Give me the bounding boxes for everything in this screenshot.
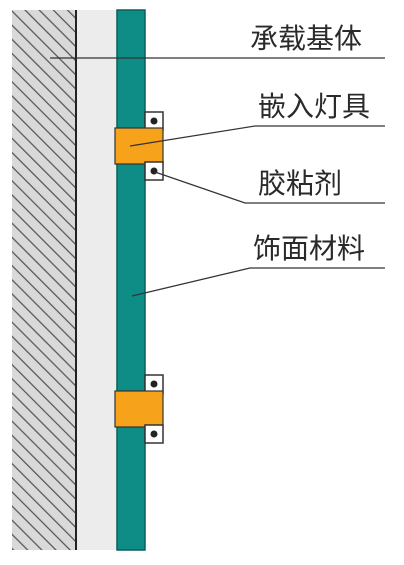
leader-line-finish	[131, 267, 385, 297]
air-gap	[77, 10, 117, 550]
label-adhesive: 胶粘剂	[258, 168, 342, 199]
leader-line-adhesive	[154, 171, 385, 204]
light-housing	[114, 390, 164, 428]
leader-line-embedded-light	[129, 125, 385, 147]
finish-panel	[116, 9, 146, 551]
label-embedded-light: 嵌入灯具	[258, 91, 370, 122]
substrate-wall	[12, 10, 76, 550]
label-finish-material: 饰面材料	[253, 233, 365, 264]
screw-icon	[150, 117, 158, 125]
label-substrate: 承载基体	[250, 23, 362, 54]
screw-icon	[150, 430, 158, 438]
light-housing	[114, 127, 164, 165]
screw-icon	[150, 380, 158, 388]
light-fixture-lower	[114, 374, 164, 444]
light-fixture-upper	[114, 111, 164, 181]
screw-icon	[150, 167, 158, 175]
